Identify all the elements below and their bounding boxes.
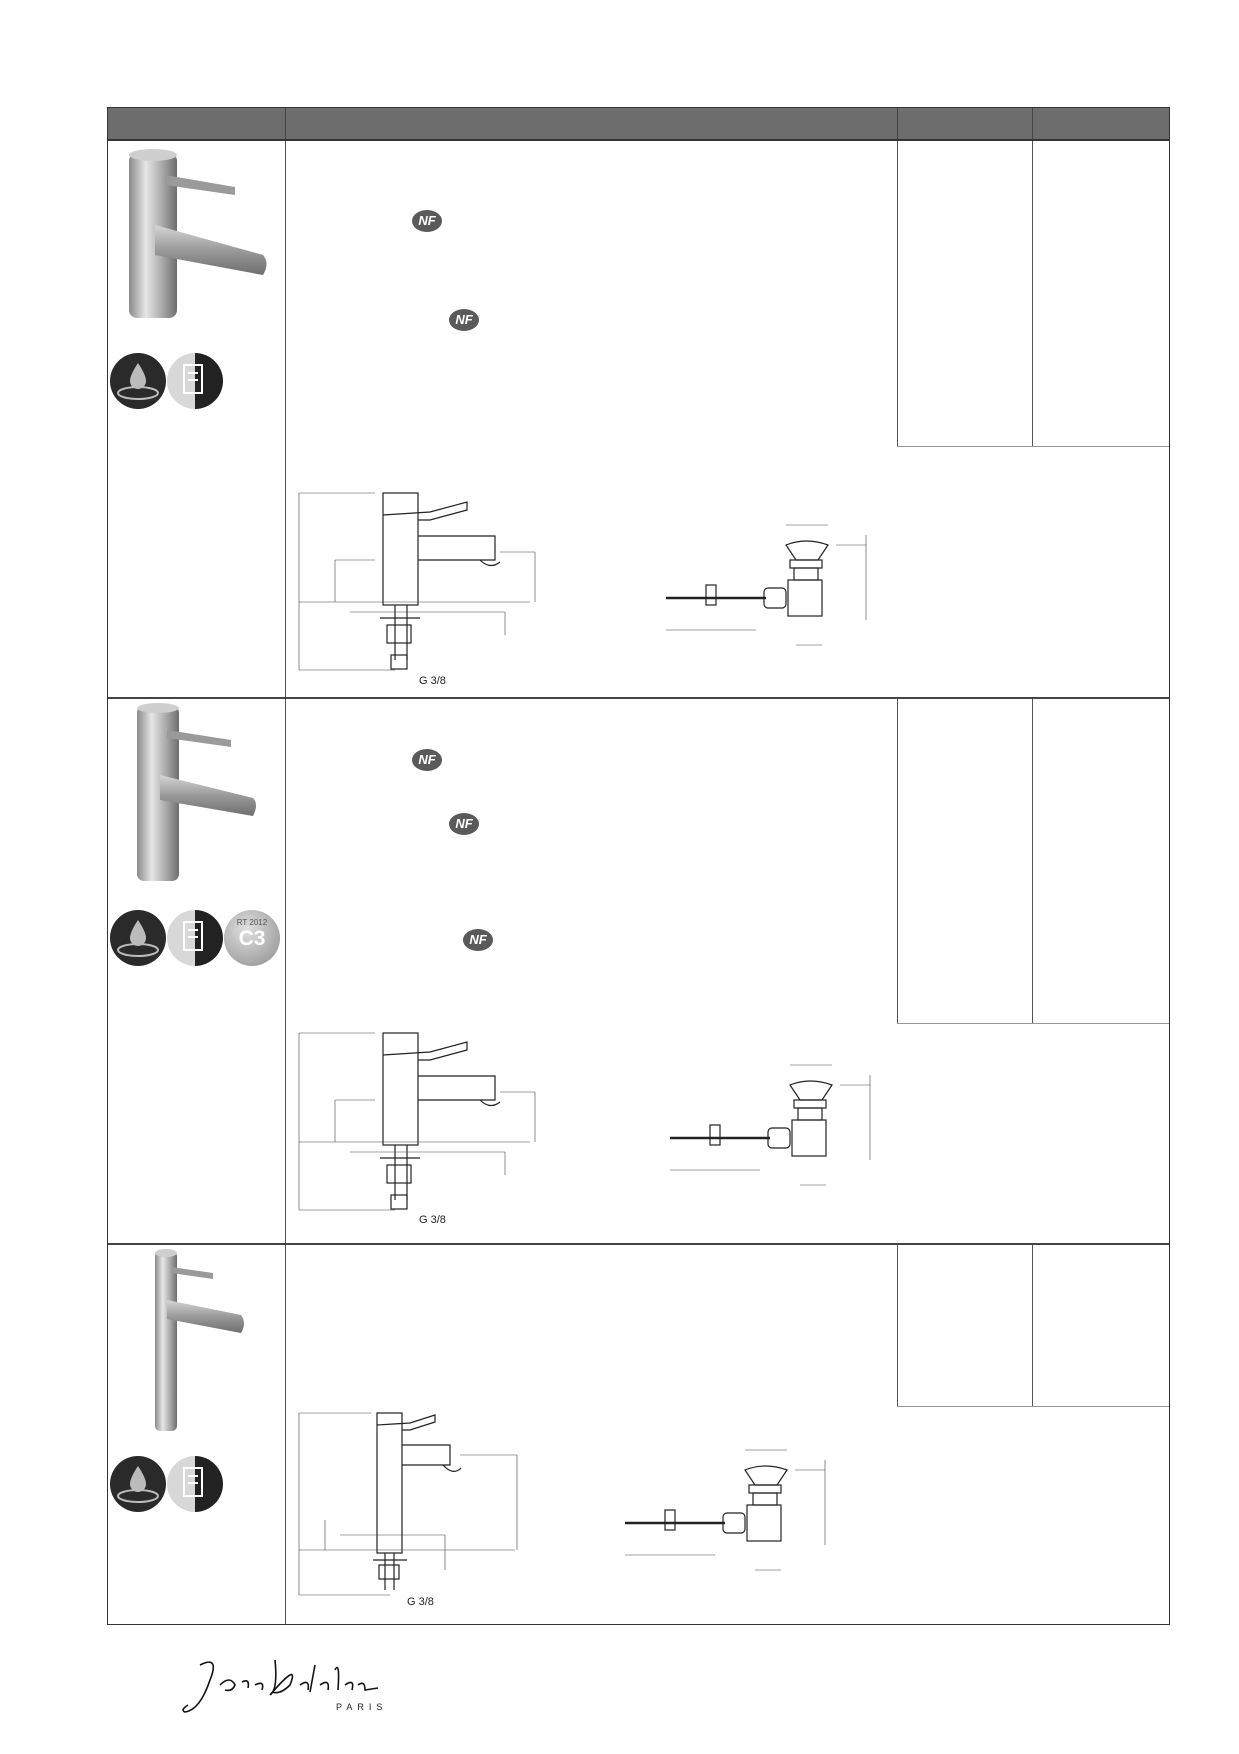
row-separator: [108, 1243, 1169, 1245]
header-cell-price: [1032, 108, 1169, 139]
energy-class-icon: [167, 910, 223, 966]
table-header: [108, 108, 1169, 141]
connection-size-label: G 3/8: [407, 1596, 434, 1608]
brand-subtitle: PARIS: [336, 1702, 388, 1712]
water-saving-icon: [110, 910, 166, 966]
column-divider: [1032, 698, 1033, 1023]
column-divider: [1032, 1244, 1033, 1406]
row-separator: [108, 697, 1169, 699]
nf-certification-icon: NF: [412, 749, 442, 771]
cell-bottom-line: [897, 446, 1169, 447]
column-divider: [285, 141, 286, 1624]
rt2012-c3-icon: RT 2012 C3: [224, 910, 280, 966]
nf-certification-icon: NF: [449, 813, 479, 835]
energy-class-icon: [167, 1456, 223, 1512]
c3-label: C3: [238, 927, 266, 950]
water-saving-icon: [110, 1456, 166, 1512]
faucet-image: [137, 703, 256, 881]
waste-dimension-drawing: [666, 524, 867, 646]
header-cell-reference: [897, 108, 1033, 139]
column-divider: [897, 698, 898, 1023]
nf-certification-icon: NF: [463, 929, 493, 951]
cell-bottom-line: [897, 1023, 1169, 1024]
water-saving-icon: [110, 353, 166, 409]
cell-bottom-line: [897, 1406, 1169, 1407]
connection-size-label: G 3/8: [419, 1214, 446, 1226]
faucet-dimension-drawing: [298, 1412, 518, 1596]
energy-class-icon: [167, 353, 223, 409]
faucet-dimension-drawing: [298, 492, 536, 671]
waste-dimension-drawing: [625, 1449, 826, 1571]
nf-certification-icon: NF: [412, 210, 442, 232]
column-divider: [897, 141, 898, 446]
product-table: [107, 107, 1170, 1625]
nf-certification-icon: NF: [449, 309, 479, 331]
connection-size-label: G 3/8: [419, 675, 446, 687]
waste-dimension-drawing: [670, 1064, 871, 1186]
header-cell-image: [108, 108, 286, 139]
faucet-image: [129, 149, 267, 318]
faucet-image: [155, 1249, 244, 1431]
brand-signature-logo: [182, 1659, 379, 1713]
column-divider: [897, 1244, 898, 1406]
column-divider: [1032, 141, 1033, 446]
header-cell-description: [285, 108, 898, 139]
faucet-dimension-drawing: [298, 1032, 536, 1211]
rt2012-label: RT 2012: [236, 918, 268, 927]
